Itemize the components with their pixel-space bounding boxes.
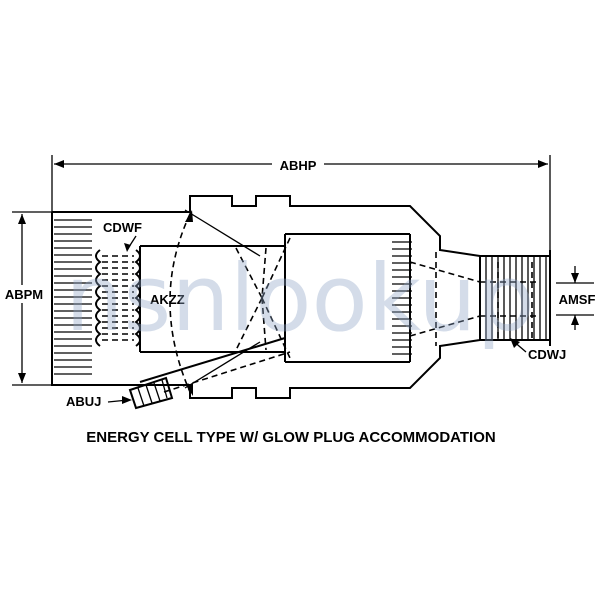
abuj-callout: ABUJ bbox=[66, 394, 132, 409]
cdwj-callout: CDWJ bbox=[510, 338, 566, 362]
abuj-label: ABUJ bbox=[66, 394, 101, 409]
diagram-caption: ENERGY CELL TYPE W/ GLOW PLUG ACCOMMODAT… bbox=[86, 429, 495, 446]
cdwf-thread bbox=[95, 249, 141, 347]
cdwj-label: CDWJ bbox=[528, 347, 566, 362]
glow-plug-port bbox=[128, 337, 291, 410]
abpm-dimension: ABPM bbox=[0, 211, 52, 386]
cdwf-callout: CDWF bbox=[103, 220, 142, 252]
amsf-dimension: AMSF bbox=[555, 266, 599, 330]
akzz-label: AKZZ bbox=[150, 292, 185, 307]
watermark: nsnlookup bbox=[65, 245, 535, 352]
amsf-label: AMSF bbox=[559, 292, 596, 307]
abhp-label: ABHP bbox=[280, 158, 317, 173]
cdwf-label: CDWF bbox=[103, 220, 142, 235]
chamber-hatching bbox=[392, 241, 412, 355]
left-face-hatching bbox=[54, 219, 92, 375]
abpm-label: ABPM bbox=[5, 287, 43, 302]
abhp-dimension: ABHP bbox=[51, 154, 551, 250]
